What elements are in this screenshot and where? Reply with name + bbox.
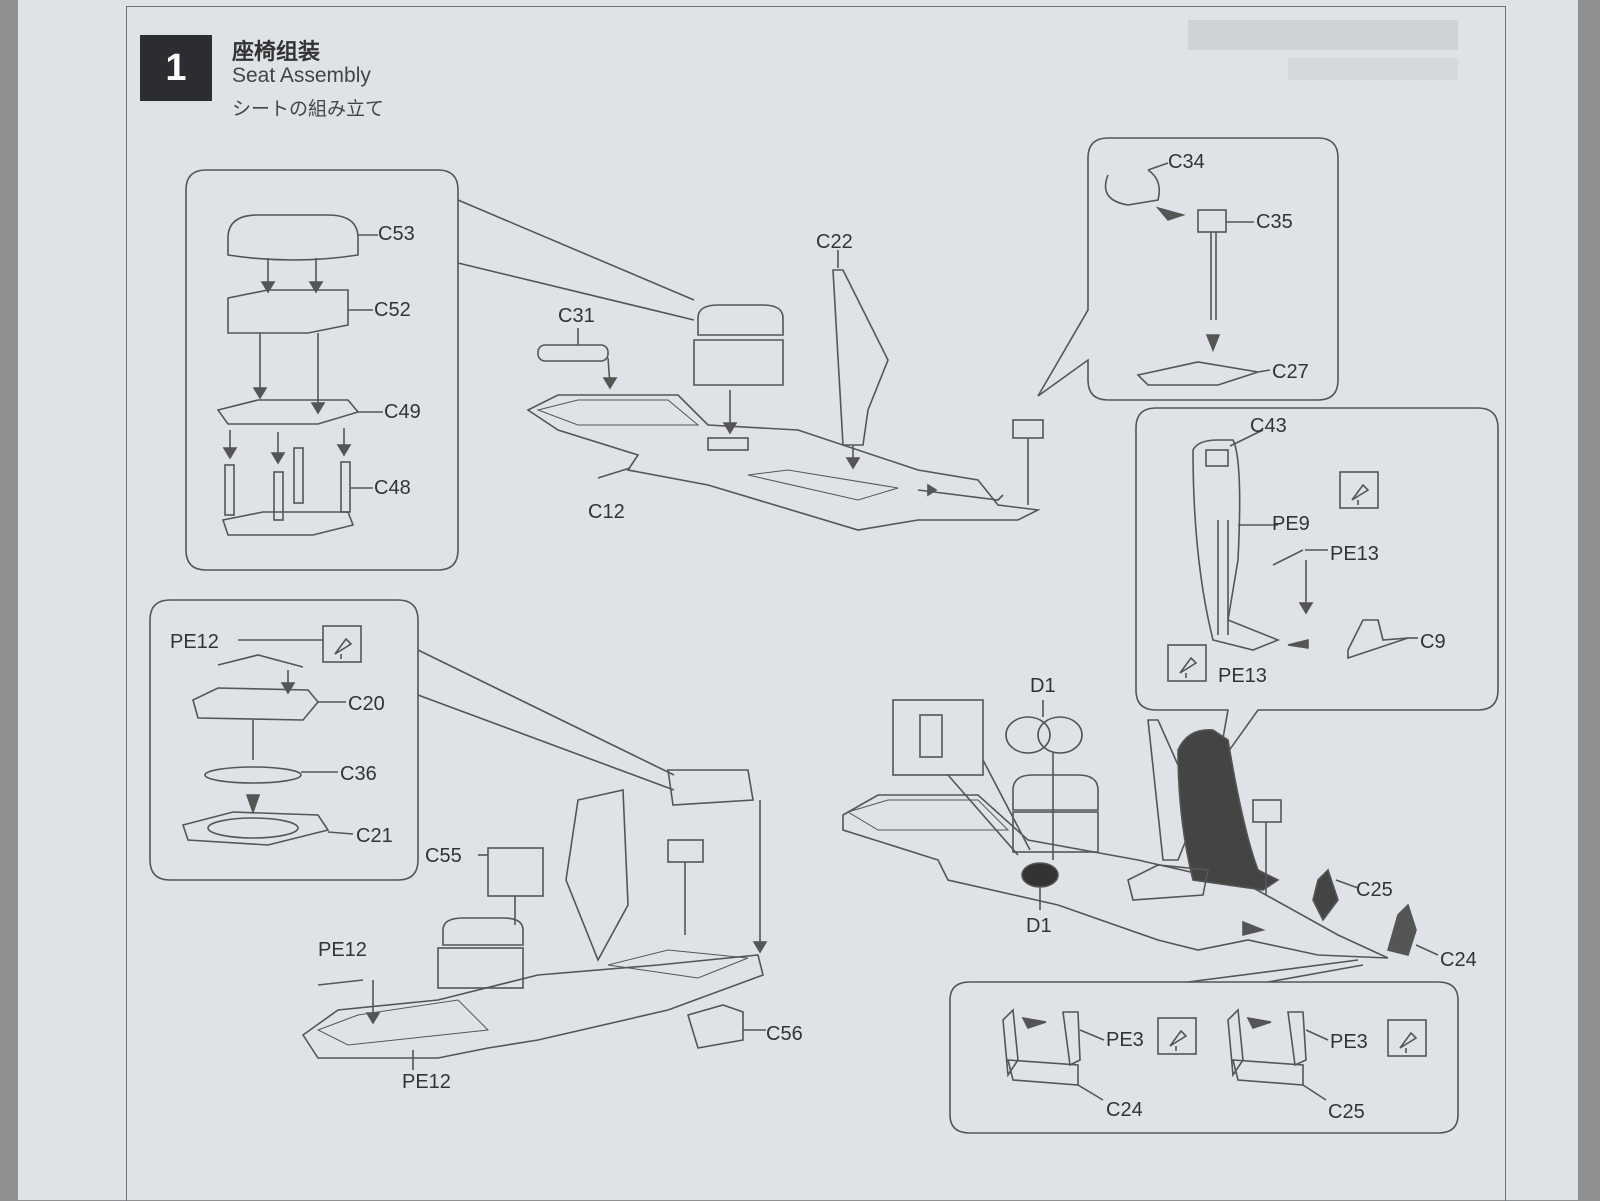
- label-c22: C22: [816, 231, 853, 253]
- part-c20: [192, 687, 320, 721]
- part-c21: [181, 811, 330, 846]
- part-pe13: [1272, 549, 1304, 566]
- label-d1-lower: D1: [1026, 915, 1052, 937]
- faded-header-block: [1188, 20, 1458, 50]
- label-c24-callout: C24: [1106, 1099, 1143, 1121]
- label-c20: C20: [348, 693, 385, 715]
- label-pe3-right: PE3: [1330, 1031, 1368, 1053]
- label-c56: C56: [766, 1023, 803, 1045]
- part-pe3: [1062, 1011, 1081, 1067]
- callout-seat-base: [185, 169, 695, 571]
- label-pe12-lower: PE12: [402, 1071, 451, 1093]
- part-c25: [1312, 868, 1339, 922]
- glue-drop-icon: [1167, 644, 1207, 682]
- label-c25-main: C25: [1356, 879, 1393, 901]
- part-pe3: [1287, 1011, 1307, 1067]
- label-c43: C43: [1250, 415, 1287, 437]
- glue-drop-icon: [1387, 1019, 1427, 1057]
- part-c12: [526, 394, 1041, 531]
- part-c27: [1136, 361, 1259, 386]
- part-d1: [1005, 716, 1051, 754]
- label-c31: C31: [558, 305, 595, 327]
- label-pe13-lower: PE13: [1218, 665, 1267, 687]
- label-pe3-left: PE3: [1106, 1029, 1144, 1051]
- label-c53: C53: [378, 223, 415, 245]
- part-c34: [1104, 169, 1161, 206]
- step-number-badge: 1: [140, 35, 212, 101]
- callout-ejection-seat: [1135, 407, 1499, 767]
- part-c35: [1197, 209, 1227, 233]
- label-c55: C55: [425, 845, 462, 867]
- label-pe12-callout: PE12: [170, 631, 219, 653]
- label-pe9: PE9: [1272, 513, 1310, 535]
- seat-installed: [1177, 729, 1280, 891]
- part-pe12: [317, 979, 364, 986]
- page-frame: [126, 6, 1506, 1201]
- part-c49: [216, 399, 360, 425]
- step-title-chinese: 座椅组装: [232, 39, 321, 64]
- label-pe13-upper: PE13: [1330, 543, 1379, 565]
- label-d1-upper: D1: [1030, 675, 1056, 697]
- part-pe12: [217, 654, 304, 668]
- lower-right-tub-assembly: [842, 699, 1439, 959]
- faded-header-block: [1288, 58, 1458, 80]
- part-c31: [537, 344, 609, 362]
- label-c35: C35: [1256, 211, 1293, 233]
- part-c25: [1227, 1008, 1244, 1078]
- label-c9: C9: [1420, 631, 1446, 653]
- label-c25-callout: C25: [1328, 1101, 1365, 1123]
- part-c53: [227, 214, 359, 261]
- glue-drop-icon: [1339, 471, 1379, 509]
- part-c24: [1002, 1008, 1019, 1078]
- label-pe12-upper: PE12: [318, 939, 367, 961]
- label-c36: C36: [340, 763, 377, 785]
- part-c22: [832, 269, 889, 446]
- glue-drop-icon: [322, 625, 362, 663]
- part-c43: [1192, 439, 1281, 651]
- cockpit-tub-assembly: [526, 250, 1044, 531]
- label-c49: C49: [384, 401, 421, 423]
- label-c24-main: C24: [1440, 949, 1477, 971]
- part-c52: [227, 289, 349, 334]
- lower-left-tub-assembly: [301, 769, 768, 1070]
- part-c56: [686, 1004, 744, 1049]
- part-d1: [1021, 862, 1059, 888]
- label-c52: C52: [374, 299, 411, 321]
- step-title-japanese: シートの組み立て: [232, 99, 385, 120]
- step-title-english: Seat Assembly: [232, 64, 371, 87]
- part-c48: [221, 447, 373, 536]
- label-c12: C12: [588, 501, 625, 523]
- label-c34: C34: [1168, 151, 1205, 173]
- part-c55: [487, 847, 544, 897]
- detail-inset: [892, 699, 984, 776]
- callout-seat-swivel: [149, 599, 675, 881]
- label-c27: C27: [1272, 361, 1309, 383]
- glue-drop-icon: [1157, 1017, 1197, 1055]
- instruction-sheet: 1 座椅组装 Seat Assembly シートの組み立て: [18, 0, 1578, 1201]
- label-c21: C21: [356, 825, 393, 847]
- callout-control-stick: [1037, 137, 1339, 401]
- callout-rudder-pedals: [949, 959, 1459, 1134]
- assembly-diagram: C53 C52 C49 C48: [149, 20, 1499, 1134]
- part-c9: [1347, 619, 1409, 660]
- label-c48: C48: [374, 477, 411, 499]
- part-c36: [204, 766, 302, 784]
- part-c24: [1387, 903, 1417, 956]
